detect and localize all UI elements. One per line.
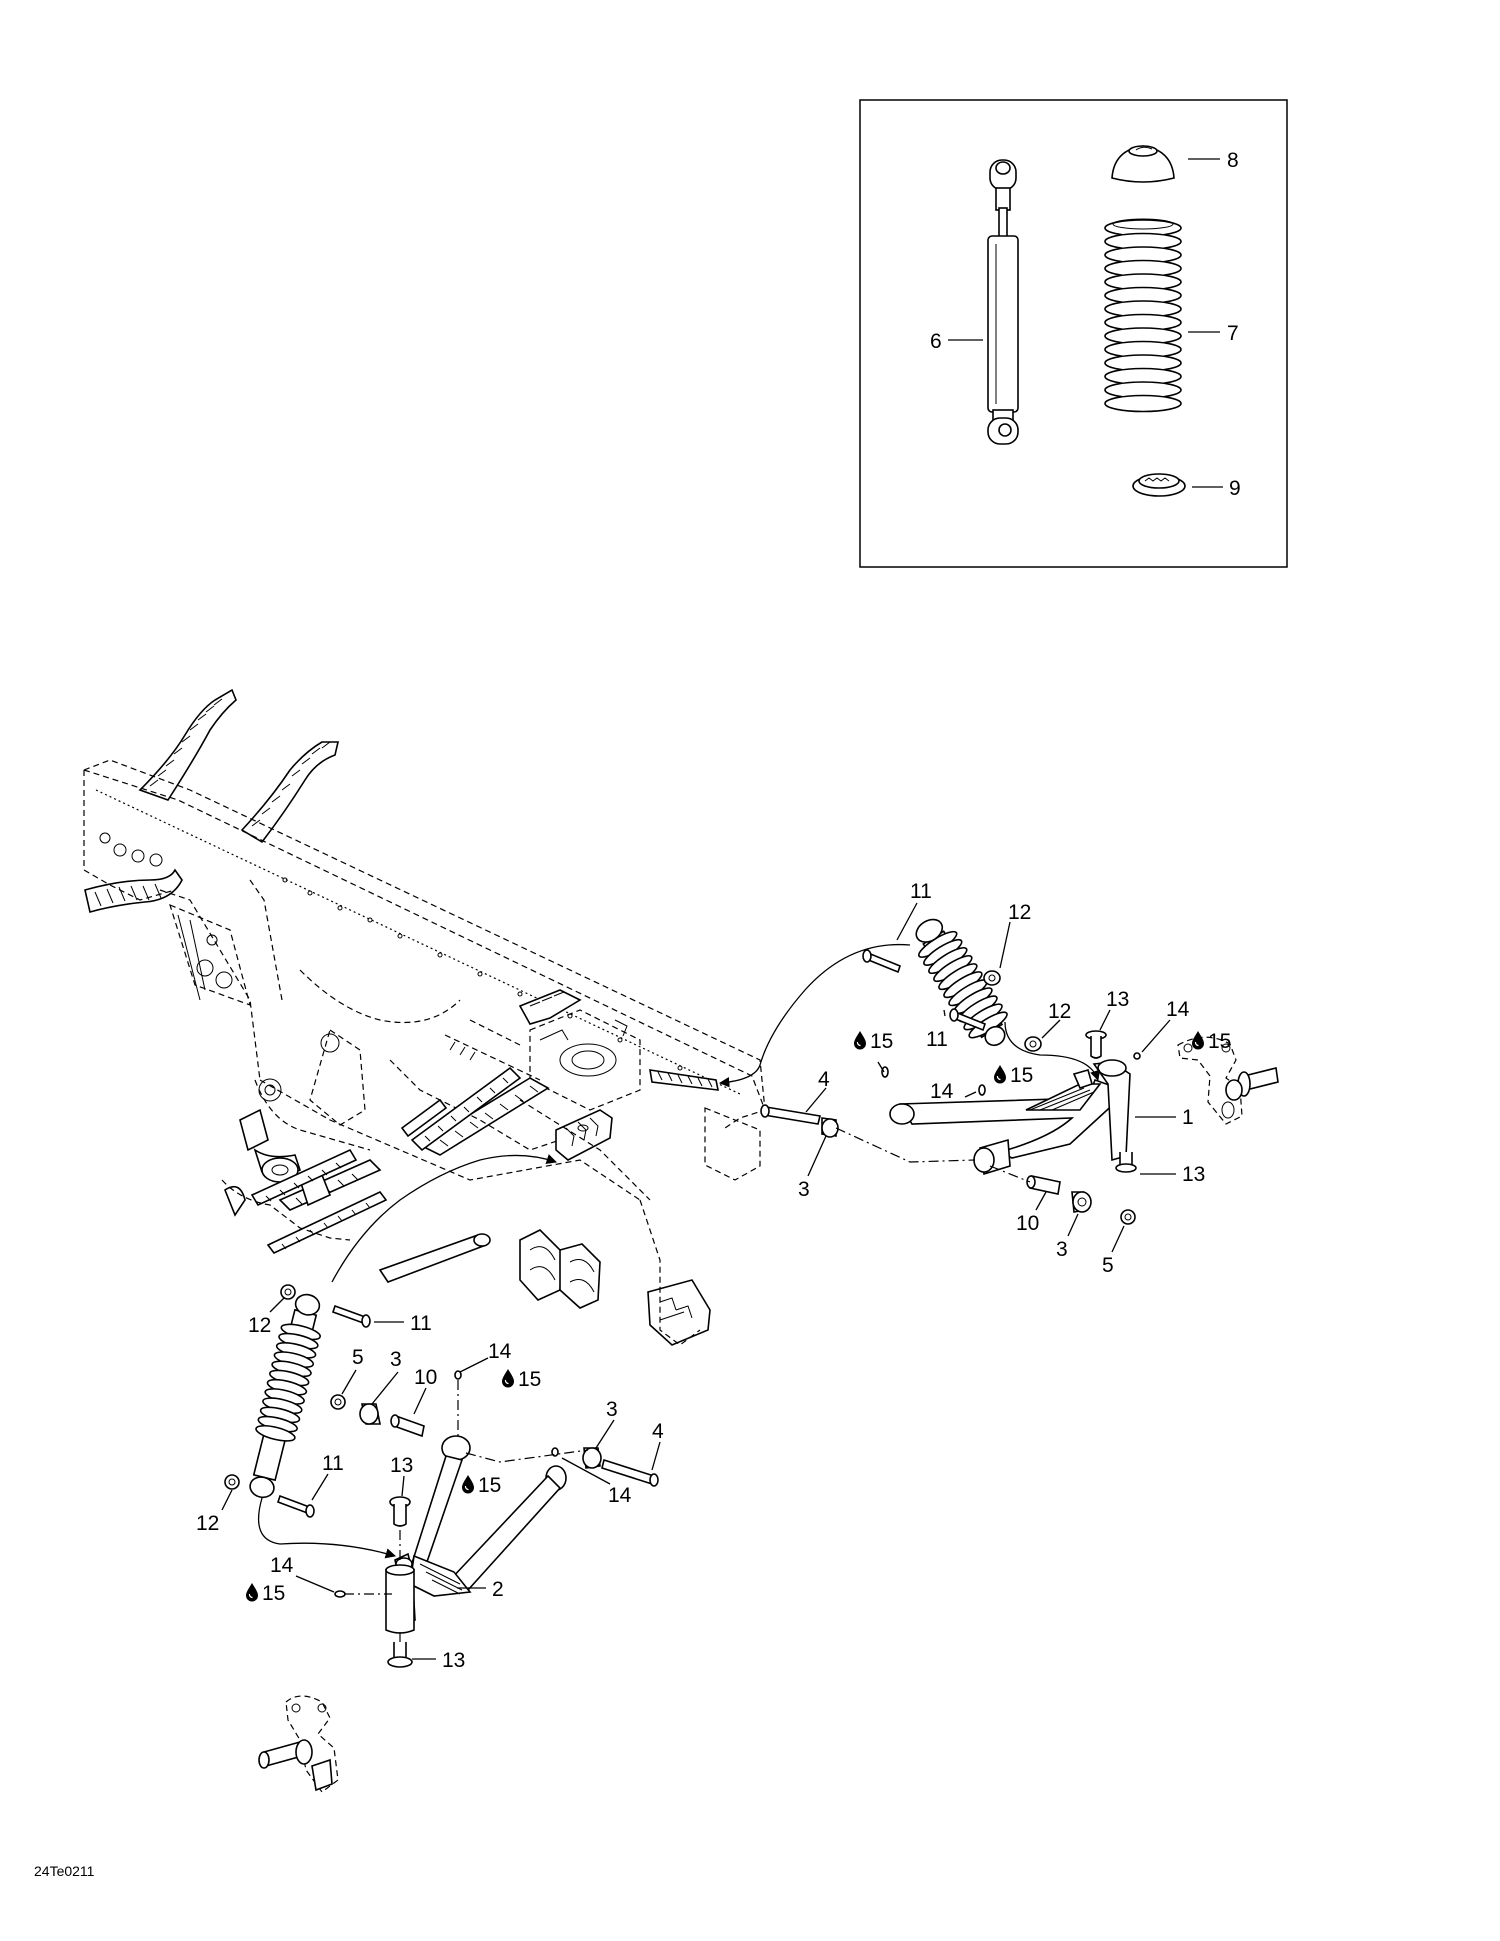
callout-13: 13 [1106, 988, 1129, 1011]
callout-14: 14 [488, 1340, 512, 1363]
callout-10: 10 [1016, 1212, 1039, 1235]
callout-8: 8 [1227, 149, 1239, 172]
bolt-part-11-left-bottom [276, 1494, 315, 1518]
bushing-part-13-right-bottom [1115, 1152, 1137, 1173]
shock-spring-assembly-left [249, 1293, 321, 1499]
vehicle-frame [83, 688, 766, 1346]
callout-13: 13 [1182, 1163, 1205, 1186]
callout-11: 11 [910, 880, 932, 903]
spring-seat-part-9 [1132, 473, 1186, 497]
shock-spring-assembly-right [915, 918, 1008, 1047]
callout-9: 9 [1229, 477, 1241, 500]
bolt-part-11-left-top [331, 1304, 371, 1328]
callout-2: 2 [492, 1578, 504, 1601]
bushing-part-13-right-top [1085, 1030, 1107, 1059]
bolt-part-4-left [601, 1458, 659, 1487]
callout-3: 3 [390, 1348, 402, 1371]
washer-part-3-left-a [359, 1403, 381, 1425]
callout-3: 3 [606, 1398, 618, 1421]
callout-14: 14 [930, 1080, 954, 1103]
nut-part-5-left [330, 1394, 346, 1410]
washer-part-3-left-b [582, 1447, 602, 1469]
callout-15: 15 [262, 1582, 285, 1605]
a-arm-part-2-left [385, 1435, 567, 1634]
callout-7: 7 [1227, 322, 1239, 345]
callout-3: 3 [1056, 1238, 1068, 1261]
grease-fitting-part-14-left-b [551, 1447, 559, 1457]
callout-12: 12 [248, 1314, 271, 1337]
steering-knuckle-left [258, 1695, 339, 1793]
coil-spring-part-7 [1104, 218, 1182, 413]
callout-4: 4 [818, 1068, 830, 1091]
callout-13: 13 [442, 1649, 465, 1672]
nut-part-12-left-bottom [224, 1474, 240, 1490]
nut-part-5-right [1120, 1209, 1136, 1225]
callout-10: 10 [414, 1366, 437, 1389]
callout-1: 1 [1182, 1106, 1194, 1129]
a-arm-part-1-right [889, 1059, 1131, 1176]
leader-lines [221, 902, 1176, 1660]
callout-5: 5 [352, 1346, 364, 1369]
steering-knuckle-right [1177, 1036, 1279, 1125]
callout-15: 15 [518, 1368, 541, 1391]
spring-cup-part-8 [1111, 145, 1175, 183]
figure-code: 24Te0211 [34, 1863, 95, 1879]
grease-fitting-part-14-left-c [334, 1590, 346, 1598]
bolt-part-11-right-bottom [949, 1008, 986, 1032]
callout-15: 15 [1010, 1064, 1033, 1087]
bushing-part-13-left-bottom [387, 1642, 413, 1668]
nut-part-12-right-top [983, 970, 1001, 986]
callout-14: 14 [608, 1484, 632, 1507]
callout-6: 6 [930, 330, 942, 353]
callout-12: 12 [1008, 901, 1031, 924]
bushing-part-13-left-top [389, 1496, 411, 1527]
callout-12: 12 [196, 1512, 219, 1535]
nut-part-12-right-bottom [1024, 1036, 1042, 1052]
callout-11: 11 [410, 1312, 432, 1335]
bolt-part-11-right-top [862, 949, 901, 974]
washer-part-3-right-b [1071, 1191, 1092, 1213]
callout-5: 5 [1102, 1254, 1114, 1277]
callout-labels: 11 12 12 11 13 14 15 15 14 15 4 1 13 3 1… [196, 880, 1231, 1672]
callout-11: 11 [926, 1028, 948, 1051]
washer-part-3-right-a [821, 1117, 839, 1138]
callout-15: 15 [1208, 1030, 1231, 1053]
grease-fitting-part-14-right-b [881, 1066, 889, 1078]
callout-12: 12 [1048, 1000, 1071, 1023]
callout-11: 11 [322, 1452, 344, 1475]
callout-4: 4 [652, 1420, 664, 1443]
callout-14: 14 [1166, 998, 1190, 1021]
grease-fitting-part-14-left-a [454, 1370, 462, 1380]
callout-15: 15 [478, 1474, 501, 1497]
sleeve-part-10-right [1026, 1175, 1061, 1195]
callout-13: 13 [390, 1454, 413, 1477]
callout-15: 15 [870, 1030, 893, 1053]
inset-box [859, 99, 1288, 568]
grease-fitting-part-14-right-a [1133, 1052, 1141, 1060]
bolt-part-4-right [760, 1104, 821, 1125]
grease-fitting-part-14-right-c [978, 1084, 986, 1096]
callout-3: 3 [798, 1178, 810, 1201]
nut-part-12-left-top [280, 1284, 296, 1300]
callout-14: 14 [270, 1554, 294, 1577]
shock-absorber-part-6 [987, 159, 1019, 445]
sleeve-part-10-left [390, 1414, 425, 1438]
